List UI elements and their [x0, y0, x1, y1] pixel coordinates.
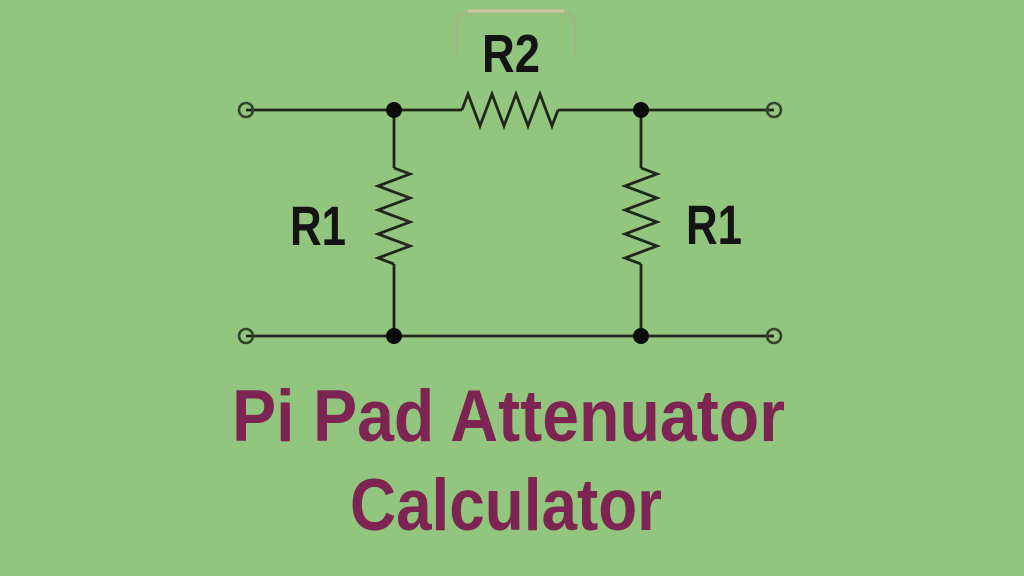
- terminals: [237, 101, 783, 345]
- title-line-1: Pi Pad Attenuator: [232, 376, 785, 457]
- series-resistor-label: R2: [482, 24, 540, 84]
- ghost-box: [455, 9, 577, 54]
- page-title: Pi Pad Attenuator Calculator: [232, 376, 785, 546]
- shunt-left-resistor-symbol: [374, 166, 414, 266]
- resistor-symbols: [374, 90, 661, 266]
- terminal-bottom-right: [765, 327, 783, 345]
- junction-dot-top-left: [386, 102, 402, 118]
- title-line-2: Calculator: [350, 465, 662, 546]
- junction-dot-top-right: [633, 102, 649, 118]
- component-labels: R2 R1 R1: [290, 24, 742, 257]
- circuit-wires: [246, 108, 774, 338]
- shunt-left-resistor-label: R1: [290, 194, 346, 257]
- terminal-top-left: [237, 101, 255, 119]
- shunt-right-resistor-label: R1: [686, 193, 742, 256]
- shunt-right-resistor-symbol: [621, 166, 661, 266]
- junction-dots: [386, 102, 649, 344]
- terminal-bottom-left: [237, 327, 255, 345]
- junction-dot-bottom-right: [633, 328, 649, 344]
- terminal-top-right: [765, 101, 783, 119]
- junction-dot-bottom-left: [386, 328, 402, 344]
- series-resistor-symbol: [460, 90, 560, 130]
